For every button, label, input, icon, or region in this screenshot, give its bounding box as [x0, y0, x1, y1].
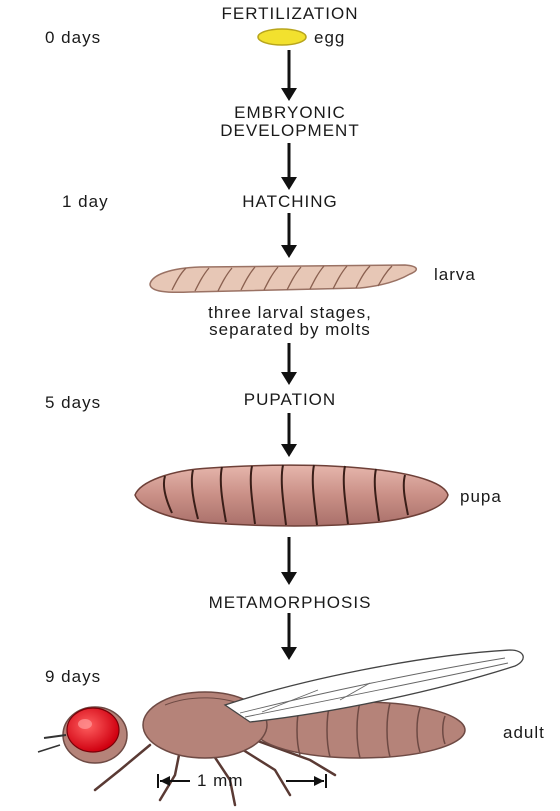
larva-illustration [150, 265, 416, 292]
time-5-days: 5 days [45, 393, 101, 413]
stage-embryonic-line1: EMBRYONIC [140, 103, 440, 123]
egg-illustration [258, 29, 306, 45]
arrow-4 [281, 343, 297, 385]
stage-pupation: PUPATION [140, 390, 440, 410]
scale-bar-label: 1 mm [197, 771, 244, 791]
arrow-5 [281, 413, 297, 457]
arrow-1 [281, 50, 297, 101]
time-1-day: 1 day [62, 192, 109, 212]
arrow-2 [281, 143, 297, 190]
label-pupa: pupa [460, 487, 502, 507]
arrow-7 [281, 613, 297, 660]
stage-metamorphosis: METAMORPHOSIS [140, 593, 440, 613]
larval-note-line2: separated by molts [140, 320, 440, 340]
stage-fertilization: FERTILIZATION [140, 4, 440, 24]
stage-hatching: HATCHING [140, 192, 440, 212]
label-egg: egg [314, 28, 345, 48]
pupa-illustration [135, 465, 448, 526]
label-adult: adult [503, 723, 545, 743]
time-9-days: 9 days [45, 667, 101, 687]
label-larva: larva [434, 265, 476, 285]
stage-embryonic-line2: DEVELOPMENT [140, 121, 440, 141]
arrow-6 [281, 537, 297, 585]
adult-fly-illustration [38, 650, 523, 805]
arrow-3 [281, 213, 297, 258]
time-0-days: 0 days [45, 28, 101, 48]
